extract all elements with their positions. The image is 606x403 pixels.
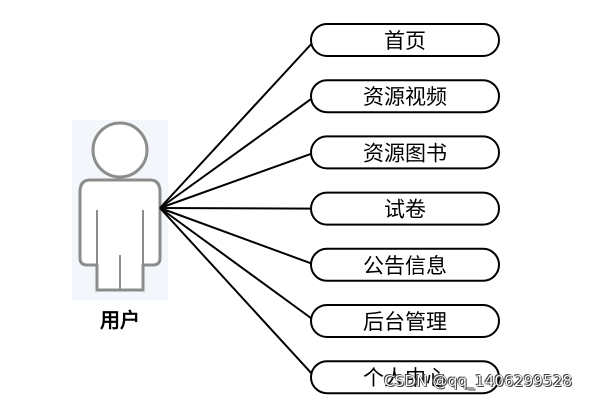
use-case-label: 首页 [384,29,426,53]
use-case-oval[interactable] [310,135,500,170]
use-case-label: 资源视频 [363,85,447,109]
use-case[interactable]: 资源视频 [310,79,500,114]
use-case-label: 个人中心 [363,366,447,390]
association-line [159,207,316,322]
association-line [159,95,316,209]
use-case-oval[interactable] [310,23,500,57]
watermark: CSDN @qq_1406299528 [384,372,573,390]
use-case-label: 资源图书 [363,141,447,165]
use-case-oval[interactable] [310,191,500,226]
association-lines [159,39,316,378]
actor-body [78,178,162,292]
use-case-oval[interactable] [310,304,500,338]
use-case[interactable]: 个人中心 [310,360,500,395]
actor-label: 用户 [100,308,140,332]
actor-figure [72,120,168,300]
use-case-label: 后台管理 [363,310,447,334]
use-case-label: 公告信息 [363,254,447,278]
association-line [159,39,316,209]
use-case-oval[interactable] [310,79,500,114]
use-case-label: 试卷 [384,198,426,222]
use-case-oval[interactable] [310,247,500,282]
association-line [159,207,316,210]
association-line [159,207,316,266]
association-line [159,207,316,378]
use-case-oval[interactable] [310,360,500,395]
use-case[interactable]: 资源图书 [310,135,500,170]
use-case[interactable]: 试卷 [310,191,500,226]
association-line [159,151,316,209]
use-case[interactable]: 后台管理 [310,304,500,338]
use-case[interactable]: 公告信息 [310,247,500,282]
actor-head [91,121,149,179]
use-case[interactable]: 首页 [310,23,500,57]
